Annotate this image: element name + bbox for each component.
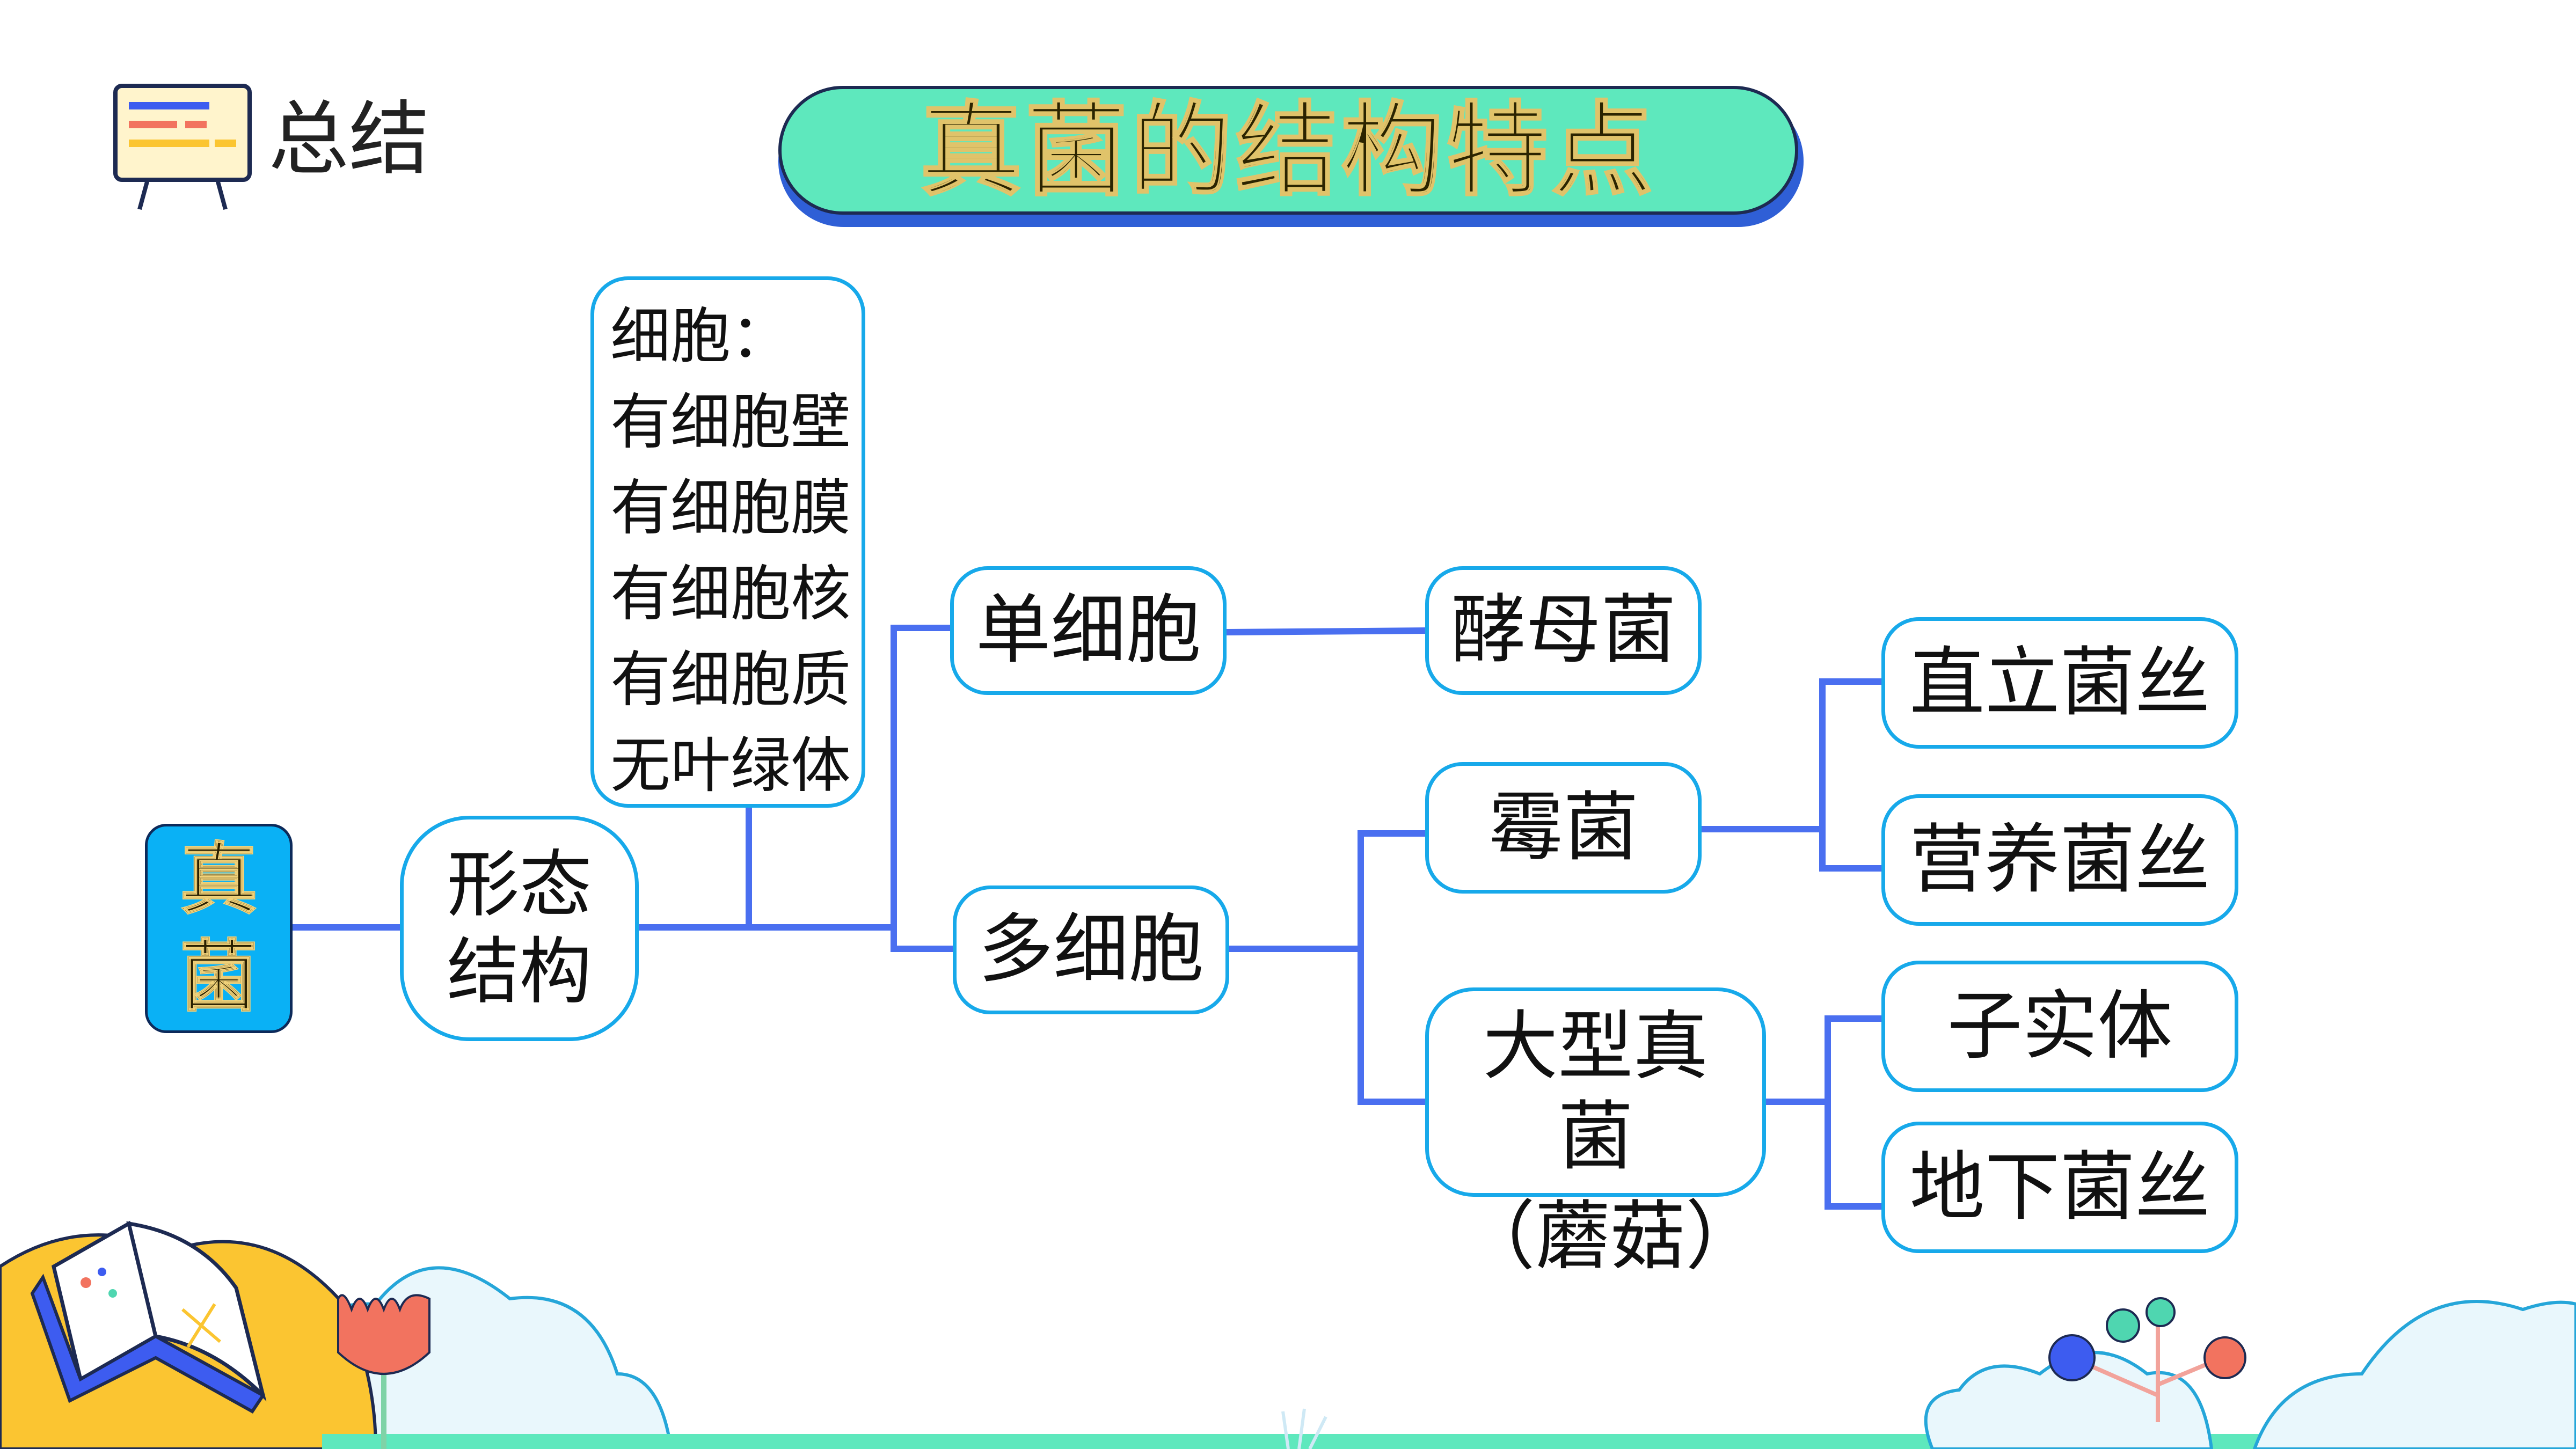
page-title: 真菌的结构特点 [919,90,1656,210]
cell-feature: 无叶绿体 [610,731,851,801]
node-fungi: 真 菌 [145,824,293,1033]
cell-feature: 有细胞核 [610,559,851,629]
node-yeast-label: 酵母菌 [1450,587,1676,674]
node-mold-label: 霉菌 [1488,784,1639,872]
cell-feature: 有细胞壁 [610,387,851,457]
node-fruiting-body: 子实体 [1881,961,2238,1092]
link-underground-hyphae [1825,1102,1884,1210]
node-nutrient-hyphae: 营养菌丝 [1881,794,2238,926]
node-cell-features: 细胞： 有细胞壁 有细胞膜 有细胞核 有细胞质 无叶绿体 [590,276,865,808]
node-underground-hyphae: 地下菌丝 [1881,1122,2238,1253]
link-large-fungi [1358,949,1425,1105]
cell-feature: 有细胞质 [610,645,851,715]
link-mold [1358,830,1425,949]
presentation-board-icon [113,84,252,210]
link-nutrient-hyphae [1819,829,1884,872]
node-upright-hyphae-label: 直立菌丝 [1909,639,2210,727]
node-morphology-label: 形态 结构 [447,843,592,1014]
node-unicellular-label: 单细胞 [975,587,1201,674]
section-label: 总结 [268,93,430,186]
link-unicellular [891,625,953,927]
node-multicellular-label: 多细胞 [978,906,1204,993]
link-unicellular-yeast [1226,627,1428,635]
large-fungi-example: （蘑菇） [1460,1193,1761,1280]
node-multicellular: 多细胞 [953,885,1229,1014]
node-large-fungi-label: 大型真 菌 [1483,1003,1709,1181]
cell-feature: 有细胞膜 [610,473,851,543]
cell-heading: 细胞： [610,302,791,371]
node-upright-hyphae: 直立菌丝 [1881,617,2238,749]
node-large-fungi: 大型真 菌 [1425,987,1766,1197]
node-morphology: 形态 结构 [400,816,639,1041]
link-fruiting-body [1825,1015,1884,1102]
node-fruiting-body-label: 子实体 [1947,982,2173,1070]
node-mold: 霉菌 [1425,762,1702,894]
node-yeast: 酵母菌 [1425,566,1702,695]
link-multicellular [891,927,955,952]
link-upright-hyphae [1819,678,1884,829]
node-nutrient-hyphae-label: 营养菌丝 [1909,816,2210,904]
node-unicellular: 单细胞 [950,566,1227,695]
open-book-icon [30,1220,267,1414]
node-fungi-label: 真 菌 [179,833,258,1023]
node-underground-hyphae-label: 地下菌丝 [1909,1143,2210,1231]
title-banner: 真菌的结构特点 [778,86,1798,215]
